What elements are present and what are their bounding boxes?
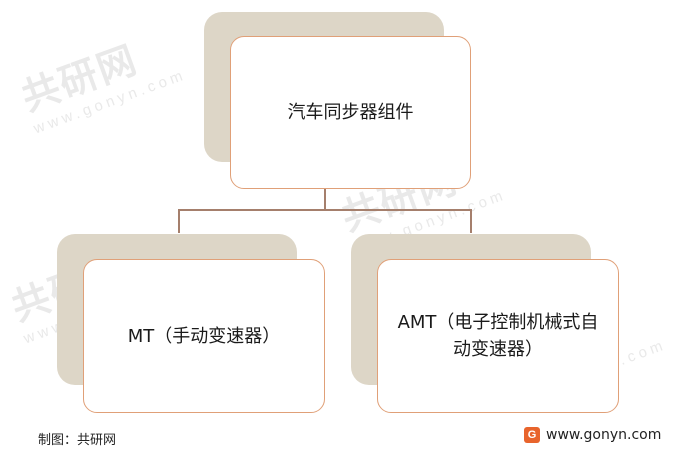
website-credit: G www.gonyn.com — [524, 427, 661, 443]
gonyn-logo-icon: G — [524, 427, 540, 443]
connector-horizontal — [178, 209, 471, 211]
root-node-label: 汽车同步器组件 — [287, 102, 414, 123]
child-node-mt: MT（手动变速器） — [83, 259, 325, 413]
child-node-mt-label: MT（手动变速器） — [127, 325, 281, 347]
root-node: 汽车同步器组件 — [230, 36, 471, 189]
connector-root-stem — [324, 188, 326, 210]
child-node-amt-label: AMT（电子控制机械式自动变速器） — [397, 312, 599, 360]
connector-left-drop — [178, 209, 180, 233]
website-url: www.gonyn.com — [546, 427, 662, 443]
connector-right-drop — [470, 209, 472, 233]
child-node-amt: AMT（电子控制机械式自动变速器） — [377, 259, 619, 413]
source-credit: 制图：共研网 — [38, 433, 117, 448]
